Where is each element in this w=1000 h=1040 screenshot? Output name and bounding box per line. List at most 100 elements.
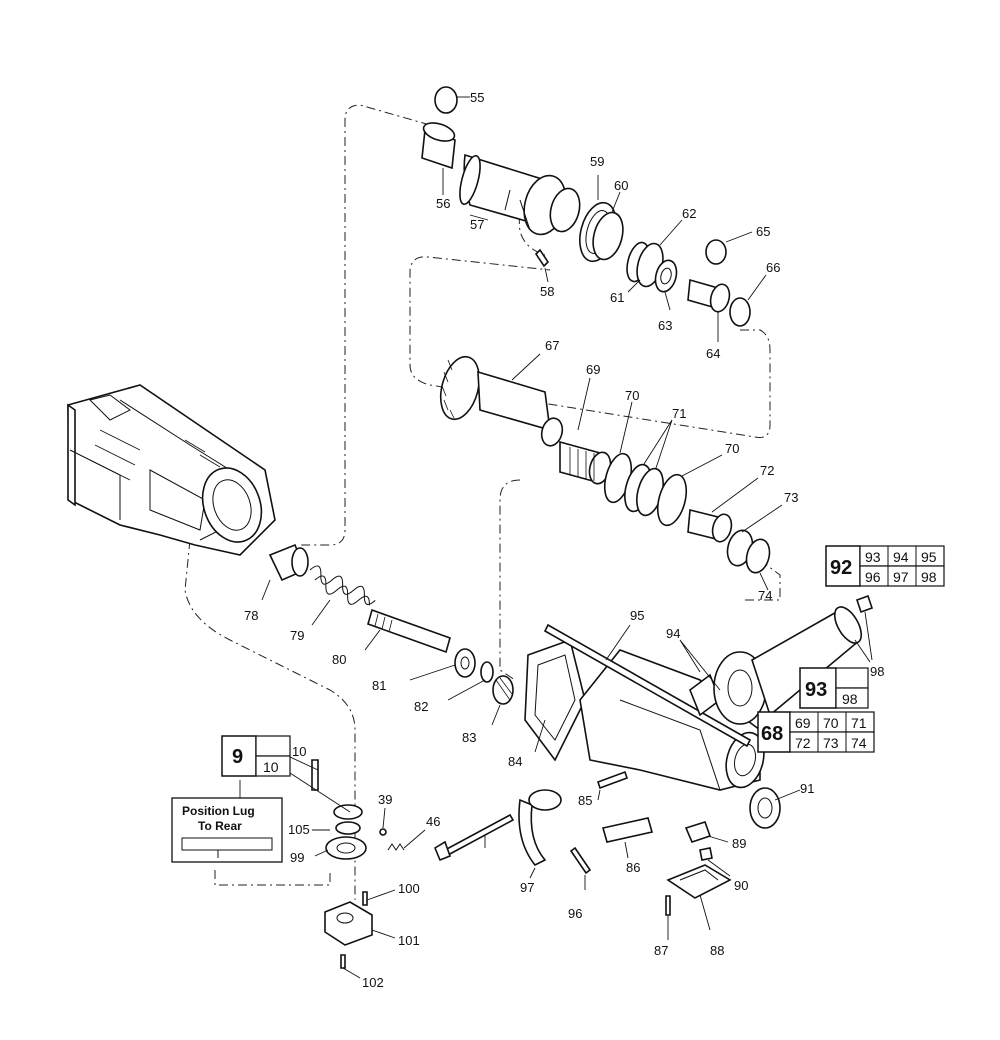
spring-71	[624, 463, 664, 517]
label-46: 46	[426, 814, 440, 829]
label-100: 100	[398, 881, 420, 896]
plate-89	[684, 821, 712, 843]
gear-83	[492, 675, 514, 705]
screw-87	[665, 895, 671, 916]
washer-82	[480, 661, 494, 683]
kit-68-item: 71	[851, 715, 867, 731]
collar-63	[654, 259, 678, 293]
bolt-75	[433, 813, 515, 862]
gasket-84	[524, 638, 586, 762]
kit-93-item: 98	[842, 691, 858, 707]
clamp-97	[518, 789, 562, 867]
bushing-56	[421, 122, 456, 170]
label-85: 85	[578, 793, 592, 808]
label-78: 78	[244, 608, 258, 623]
kit-93-number: 93	[805, 679, 827, 701]
label-86: 86	[626, 860, 640, 875]
label-98: 98	[870, 664, 884, 679]
kit-9-number: 9	[232, 746, 243, 768]
label-59: 59	[590, 154, 604, 169]
needle-bearing-69	[559, 440, 612, 485]
kit-92-item: 97	[893, 569, 909, 585]
label-83: 83	[462, 730, 476, 745]
label-70b: 70	[725, 441, 739, 456]
pin-96	[569, 846, 592, 875]
kit-92-item: 94	[893, 549, 909, 565]
position-lug-note: Position Lug To Rear	[171, 797, 283, 863]
gear-shaft-67	[439, 355, 564, 447]
ring-60	[592, 211, 624, 261]
assembly-path-lower	[499, 479, 781, 681]
assembly-path-note	[214, 870, 331, 886]
kit-68-item: 70	[823, 715, 839, 731]
cap-91	[749, 787, 781, 829]
pin-10	[311, 759, 319, 791]
kit-68-item: 69	[795, 715, 811, 731]
label-102: 102	[362, 975, 384, 990]
label-60: 60	[614, 178, 628, 193]
knob-assembly	[325, 804, 367, 860]
kit-9-item: 10	[263, 759, 279, 775]
bracket-101	[324, 901, 373, 946]
barrel-57	[459, 153, 581, 236]
label-58: 58	[540, 284, 554, 299]
kit-box-68: 68 69 70 71 72 73 74	[757, 711, 875, 753]
spring-46	[387, 843, 405, 851]
kit-92-item: 93	[865, 549, 881, 565]
spring-90	[699, 847, 713, 861]
note-line-1: Position Lug	[182, 804, 255, 818]
kit-box-93: 93 98	[799, 667, 869, 709]
cover-88	[666, 864, 732, 899]
label-57: 57	[470, 217, 484, 232]
kit-68-item: 74	[851, 735, 867, 751]
label-39: 39	[378, 792, 392, 807]
label-97: 97	[520, 880, 534, 895]
assembly-path-gear-group	[409, 256, 771, 438]
label-94: 94	[666, 626, 680, 641]
washer-70b	[656, 473, 688, 527]
kit-box-9: 9 10	[221, 735, 291, 777]
ball-39	[379, 828, 387, 836]
gear-housing-68	[579, 649, 765, 791]
label-90: 90	[734, 878, 748, 893]
label-67: 67	[545, 338, 559, 353]
assembly-path-top	[300, 104, 431, 546]
assembly-path-housing-base	[184, 539, 356, 900]
o-ring-65	[705, 239, 727, 265]
main-housing	[67, 384, 276, 556]
label-64: 64	[706, 346, 720, 361]
ring-74	[745, 538, 771, 574]
label-62: 62	[682, 206, 696, 221]
kit-68-number: 68	[761, 723, 783, 745]
o-ring-55	[434, 86, 458, 114]
label-91: 91	[800, 781, 814, 796]
kit-92-item: 98	[921, 569, 937, 585]
label-105: 105	[288, 822, 310, 837]
clutch-78	[268, 543, 309, 582]
note-line-2: To Rear	[198, 819, 242, 833]
label-82: 82	[414, 699, 428, 714]
label-89: 89	[732, 836, 746, 851]
kit-92-item: 95	[921, 549, 937, 565]
spring-79	[309, 565, 376, 606]
label-87: 87	[654, 943, 668, 958]
screw-58	[534, 248, 550, 268]
label-79: 79	[290, 628, 304, 643]
label-71: 71	[672, 406, 686, 421]
label-101: 101	[398, 933, 420, 948]
bearing-72	[687, 508, 733, 543]
o-ring-66	[729, 297, 751, 327]
rod-95	[543, 623, 752, 748]
label-80: 80	[332, 652, 346, 667]
label-63: 63	[658, 318, 672, 333]
label-10: 10	[292, 744, 306, 759]
label-69: 69	[586, 362, 600, 377]
side-handle-93	[713, 606, 863, 725]
piston-64	[687, 278, 731, 313]
label-55: 55	[470, 90, 484, 105]
kit-92-number: 92	[830, 557, 852, 579]
screw-102	[340, 954, 346, 969]
label-84: 84	[508, 754, 522, 769]
